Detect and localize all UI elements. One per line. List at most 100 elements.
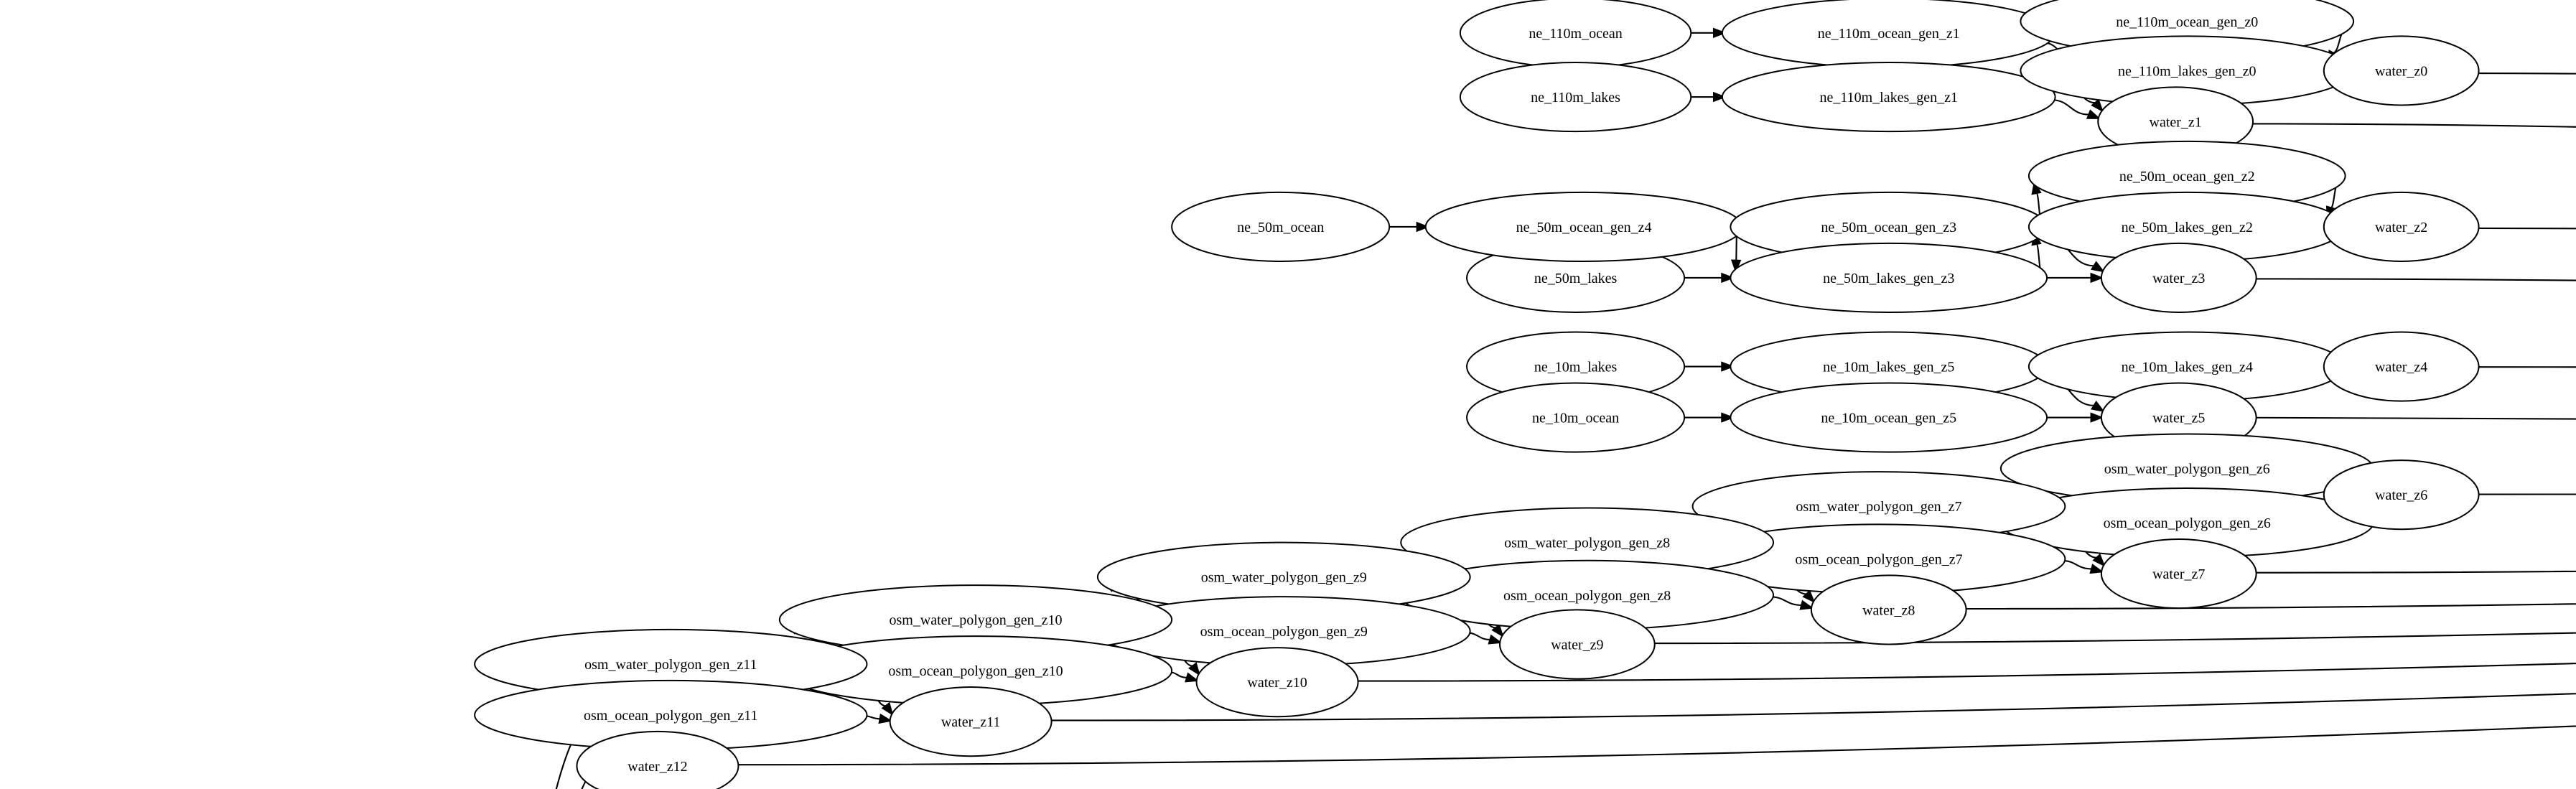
node-label: water_z6 [2375, 487, 2427, 503]
node-label: osm_water_polygon_gen_z8 [1504, 536, 1670, 551]
node-label: water_z9 [1551, 638, 1603, 653]
node-label: ne_10m_ocean_gen_z5 [1821, 411, 1956, 426]
node-label: ne_50m_ocean_gen_z2 [2119, 169, 2255, 185]
node-label: osm_water_polygon_gen_z9 [1201, 570, 1367, 586]
graph-edge [555, 706, 605, 789]
node-label: ne_110m_ocean_gen_z1 [1818, 26, 1960, 42]
graph-node-osm_ocean_polygon_gen_z10[interactable]: osm_ocean_polygon_gen_z10 [778, 635, 1173, 706]
nodes-layer: imposm3osm_water_polygonosm_ocean_polygo… [474, 0, 2480, 789]
graph-edge [2477, 493, 2576, 495]
graph-node-osm_ocean_polygon_gen_z9[interactable]: osm_ocean_polygon_gen_z9 [1096, 596, 1471, 667]
node-label: ne_50m_lakes_gen_z2 [2122, 220, 2253, 235]
edge-arrowhead [1799, 599, 1814, 610]
graph-edge [1653, 632, 2576, 645]
graph-node-osm_water_polygon_gen_z8[interactable]: osm_water_polygon_gen_z8 [1400, 507, 1775, 578]
edge-arrowhead [2090, 400, 2105, 413]
node-label: water_z12 [627, 759, 687, 775]
edge-arrowhead [1802, 589, 1816, 604]
node-shape [1730, 242, 2048, 314]
edge-arrowhead [2090, 261, 2105, 273]
node-label: ne_10m_lakes_gen_z4 [2122, 360, 2253, 375]
edge-arrowhead [2086, 109, 2101, 119]
edge-arrowhead [1713, 27, 1727, 39]
node-label: water_z1 [2150, 114, 2202, 130]
node-label: water_z3 [2152, 271, 2205, 286]
node-label: water_z8 [1862, 602, 1915, 618]
graph-node-water_z11[interactable]: water_z11 [889, 686, 1053, 757]
edge-arrowhead [878, 713, 893, 724]
node-shape [1459, 62, 1692, 133]
graph-node-ne_10m_lakes[interactable]: ne_10m_lakes [1466, 331, 1686, 402]
node-shape [2100, 538, 2257, 610]
graph-node-ne_110m_lakes[interactable]: ne_110m_lakes [1459, 62, 1692, 133]
edge-arrowhead [1491, 623, 1504, 638]
graph-edge [2051, 99, 2089, 116]
node-label: osm_ocean_polygon_gen_z10 [888, 663, 1063, 679]
graph-edge [2477, 227, 2576, 230]
graph-node-water_z7[interactable]: water_z7 [2100, 538, 2257, 610]
graph-node-ne_10m_ocean[interactable]: ne_10m_ocean [1466, 382, 1686, 453]
node-label: ne_10m_ocean [1532, 411, 1619, 426]
graph-node-ne_110m_ocean[interactable]: ne_110m_ocean [1459, 0, 1692, 68]
node-shape [2323, 459, 2480, 531]
node-shape [1466, 382, 1686, 453]
graph-node-water_z6[interactable]: water_z6 [2323, 459, 2480, 531]
node-label: water_z11 [941, 714, 1001, 730]
graph-node-water_z10[interactable]: water_z10 [1195, 647, 1359, 718]
node-shape [1810, 574, 1967, 645]
node-label: osm_water_polygon_gen_z10 [889, 612, 1062, 628]
graph-edge [1050, 693, 2576, 722]
graph-node-water_z1[interactable]: water_z1 [2097, 86, 2254, 157]
graph-node-water_z3[interactable]: water_z3 [2100, 242, 2257, 314]
graph-node-ne_10m_ocean_gen_z5[interactable]: ne_10m_ocean_gen_z5 [1730, 382, 2048, 453]
graph-node-osm_ocean_polygon_gen_z11[interactable]: osm_ocean_polygon_gen_z11 [474, 679, 868, 751]
graph-node-ne_10m_lakes_gen_z5[interactable]: ne_10m_lakes_gen_z5 [1730, 331, 2048, 402]
graph-node-water_z4[interactable]: water_z4 [2323, 331, 2480, 402]
node-label: ne_110m_ocean [1529, 26, 1622, 42]
node-label: ne_50m_ocean_gen_z3 [1821, 220, 1956, 235]
graph-node-water_z12[interactable]: water_z12 [576, 730, 739, 789]
node-label: ne_10m_lakes [1534, 360, 1618, 375]
graph-node-ne_50m_ocean_gen_z2[interactable]: ne_50m_ocean_gen_z2 [2027, 140, 2346, 212]
node-shape [2323, 35, 2480, 106]
node-label: ne_110m_lakes_gen_z1 [1819, 90, 1958, 106]
graph-node-water_z8[interactable]: water_z8 [1810, 574, 1967, 645]
node-label: osm_ocean_polygon_gen_z8 [1503, 588, 1671, 604]
graph-node-ne_50m_lakes_gen_z3[interactable]: ne_50m_lakes_gen_z3 [1730, 242, 2048, 314]
node-label: osm_ocean_polygon_gen_z7 [1795, 551, 1962, 567]
edge-arrowhead [1721, 361, 1735, 372]
graph-node-ne_50m_ocean_gen_z4[interactable]: ne_50m_ocean_gen_z4 [1424, 191, 1743, 263]
edge-arrowhead [1713, 91, 1727, 103]
node-label: water_z0 [2375, 63, 2427, 79]
node-shape [889, 686, 1053, 757]
node-shape [576, 730, 739, 789]
edge-arrowhead [2090, 412, 2104, 423]
graph-edge [2477, 366, 2576, 368]
graph-node-water_z0[interactable]: water_z0 [2323, 35, 2480, 106]
graph-edge [1356, 663, 2576, 682]
node-shape [1498, 609, 1656, 680]
graph-node-ne_50m_ocean[interactable]: ne_50m_ocean [1171, 191, 1391, 263]
graph-edge [2061, 559, 2092, 570]
graph-node-water_z9[interactable]: water_z9 [1498, 609, 1656, 680]
node-label: osm_water_polygon_gen_z11 [584, 657, 757, 673]
graph-node-ne_110m_ocean_gen_z1[interactable]: ne_110m_ocean_gen_z1 [1721, 0, 2056, 68]
node-shape [2323, 331, 2480, 402]
edge-arrowhead [2091, 98, 2104, 113]
edge-arrowhead [2090, 272, 2104, 284]
node-label: water_z5 [2152, 411, 2205, 426]
graph-node-ne_50m_lakes_gen_z2[interactable]: ne_50m_lakes_gen_z2 [2027, 191, 2346, 263]
graph-edge [2254, 416, 2576, 419]
node-label: ne_50m_lakes_gen_z3 [1823, 271, 1954, 286]
graph-node-osm_water_polygon_gen_z7[interactable]: osm_water_polygon_gen_z7 [1691, 471, 2066, 542]
graph-node-water_z2[interactable]: water_z2 [2323, 191, 2480, 263]
graph-node-ne_110m_lakes_gen_z1[interactable]: ne_110m_lakes_gen_z1 [1721, 62, 2056, 133]
graph-node-osm_water_polygon_gen_z10[interactable]: osm_water_polygon_gen_z10 [778, 584, 1173, 655]
graph-edge [1769, 596, 1802, 607]
graph-node-ne_10m_lakes_gen_z4[interactable]: ne_10m_lakes_gen_z4 [2027, 331, 2346, 402]
graph-edge [737, 725, 2576, 766]
edge-arrowhead [1488, 634, 1503, 645]
edge-arrowhead [1185, 672, 1200, 683]
